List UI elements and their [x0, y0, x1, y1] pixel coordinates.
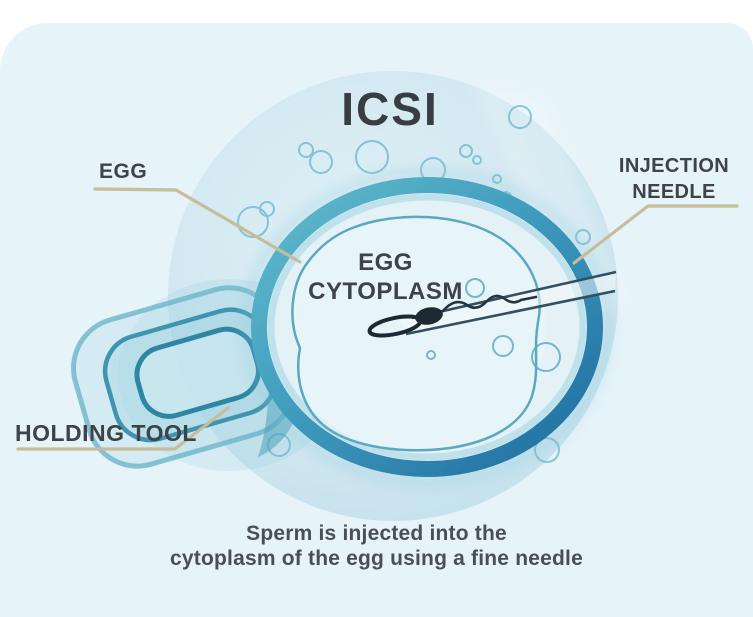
sperm-head: [415, 307, 443, 325]
page-title: ICSI: [341, 83, 439, 135]
caption-text: Sperm is injected into the cytoplasm of …: [0, 521, 753, 571]
needle-leader-line: [572, 204, 739, 265]
egg-leader-line: [93, 187, 302, 264]
holding-tool-label: HOLDING TOOL: [15, 420, 197, 446]
sperm-cell: [415, 294, 538, 325]
holding-tool-leader-line: [16, 406, 230, 451]
bubbles-inner: [426, 278, 561, 372]
injection-needle-label: INJECTION NEEDLE: [618, 155, 730, 203]
sperm-tail: [441, 294, 538, 313]
caption-line-2: cytoplasm of the egg using a fine needle: [170, 547, 583, 570]
egg-inner-membrane: [291, 215, 541, 452]
injection-needle: [367, 270, 617, 338]
caption-line-1: Sperm is injected into the: [246, 522, 507, 545]
egg-cytoplasm-label: EGG CYTOPLASM: [308, 249, 463, 305]
egg-outer-glow: [241, 167, 613, 487]
egg-label: EGG: [99, 160, 148, 183]
